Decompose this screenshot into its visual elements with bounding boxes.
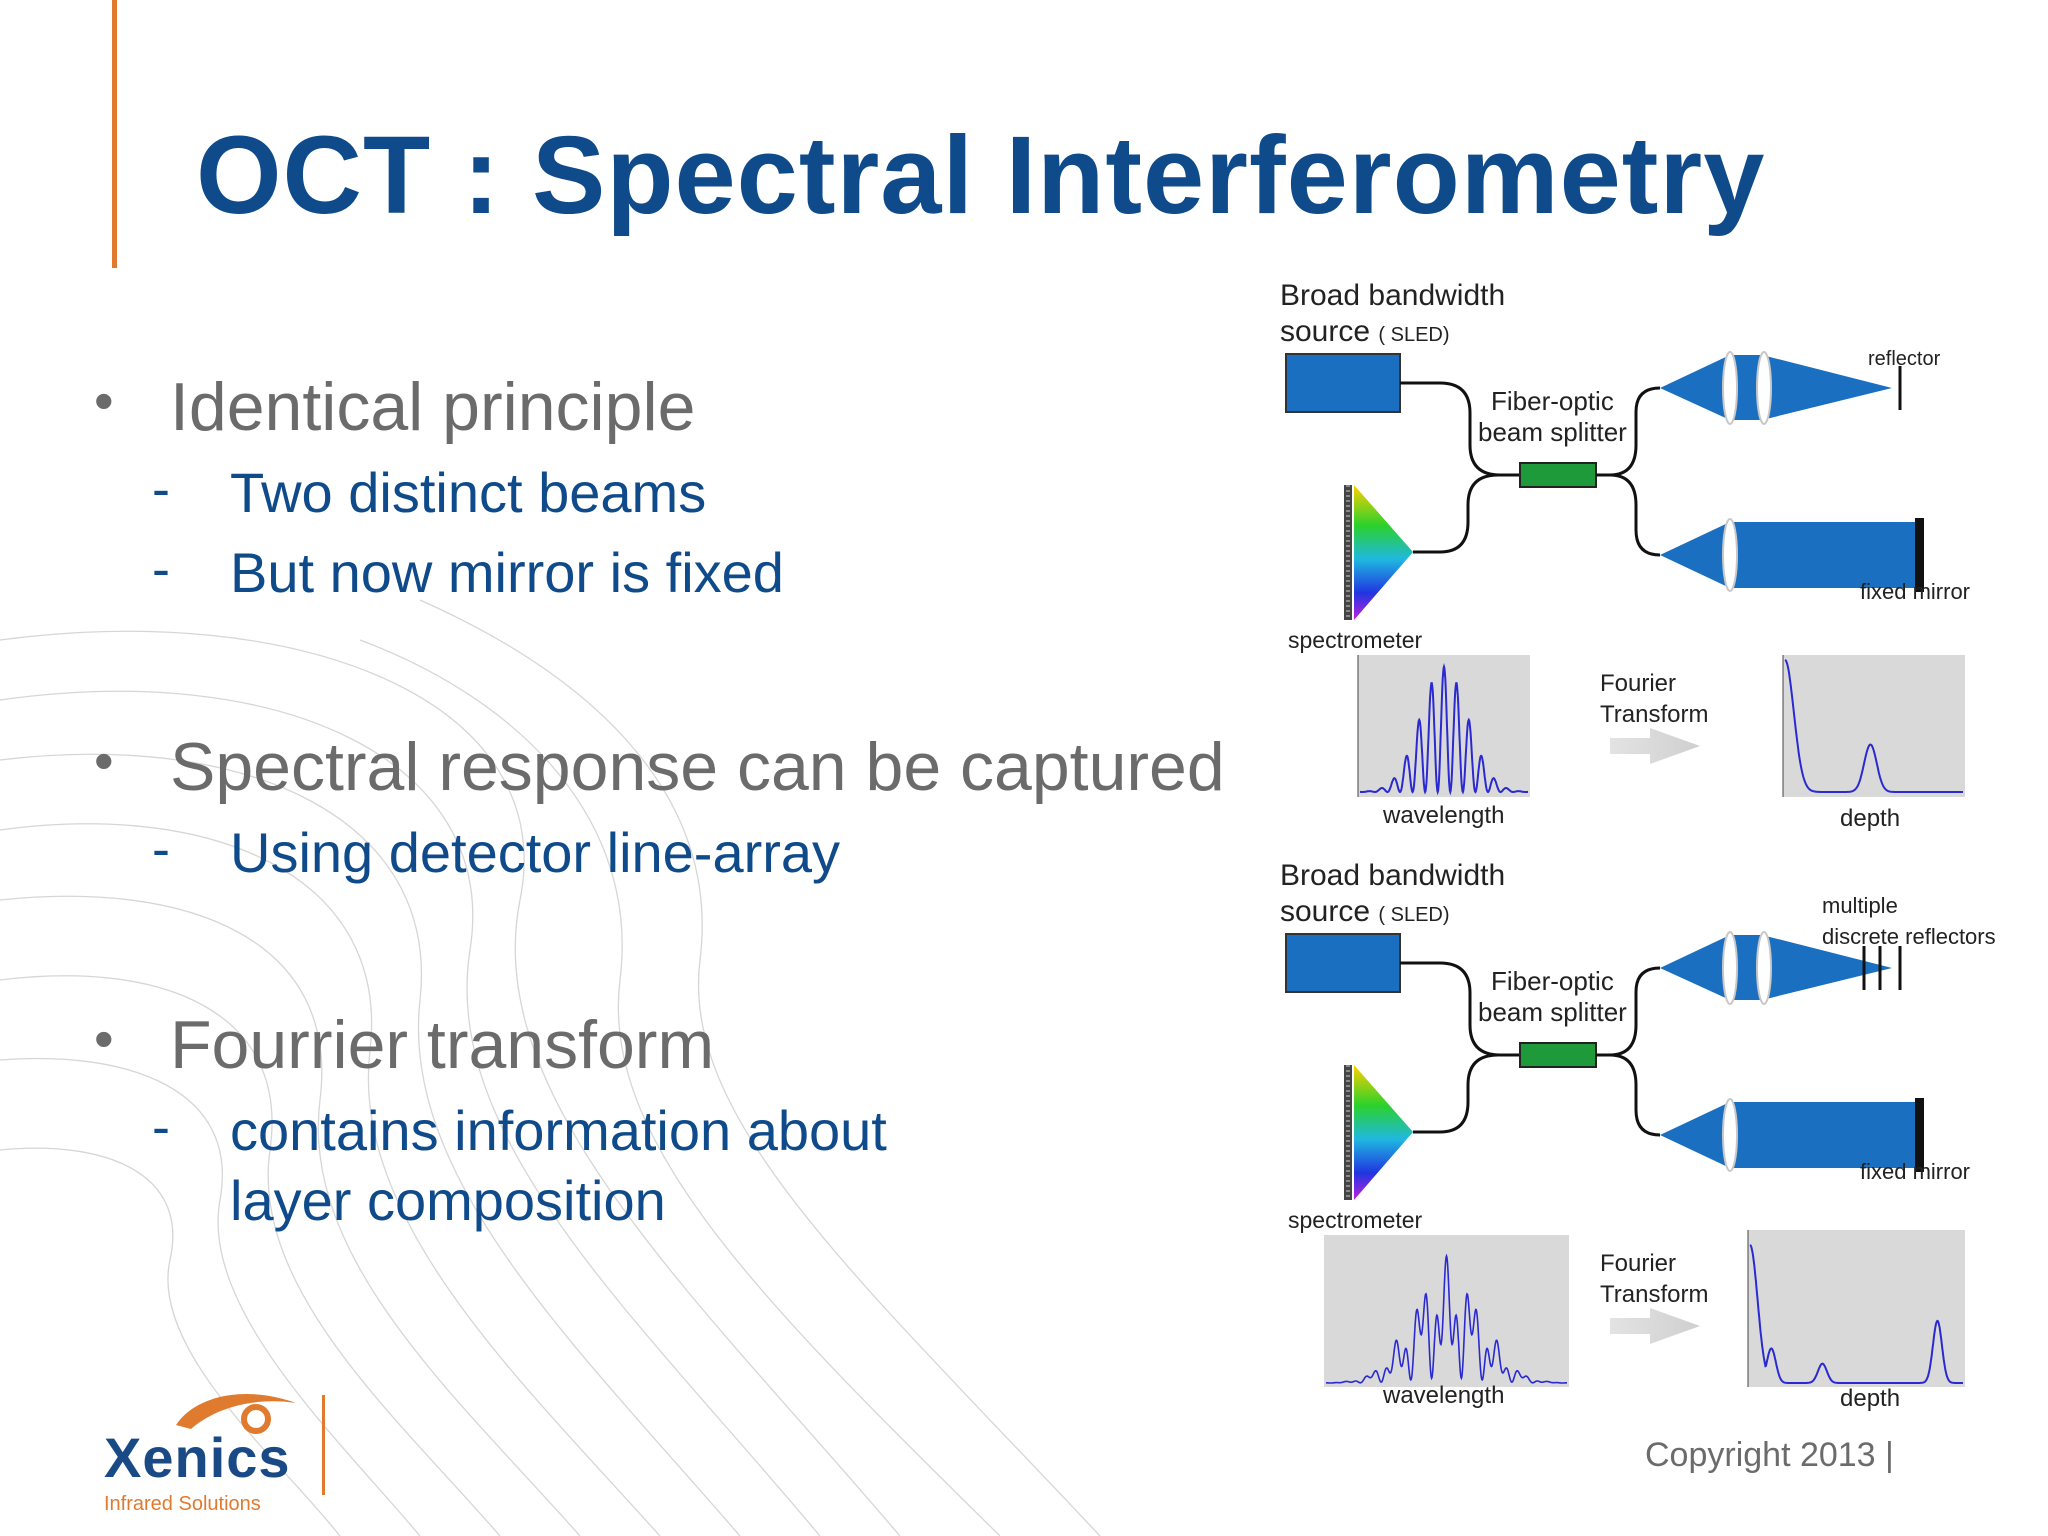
xenics-logo: Xenics Infrared Solutions <box>100 1385 340 1515</box>
reflector-label: reflector <box>1868 348 1941 370</box>
copyright-text: Copyright 2013 | <box>1645 1436 1894 1474</box>
spectrum-curve <box>1360 662 1528 796</box>
mirror-icon <box>1915 1098 1924 1172</box>
lens-icon <box>1756 931 1772 1005</box>
beam-to-reflectors <box>1660 935 1892 1000</box>
oct-diagram: Broad bandwidth source ( SLED) Fiber-opt… <box>1270 270 2040 1430</box>
sub-bullet-text: Using detector line-array <box>230 821 841 884</box>
wavelength-label: wavelength <box>1383 1382 1505 1409</box>
grating-icon <box>1344 485 1352 620</box>
slide-title: OCT : Spectral Interferometry <box>196 114 1766 237</box>
dash-marker: - <box>152 539 170 599</box>
bullet-marker: • <box>94 729 114 792</box>
depth-curve <box>1784 659 1963 793</box>
depth-plot <box>1783 655 1965 797</box>
prism-icon <box>1354 485 1413 620</box>
logo-wordmark: Xenics <box>104 1426 291 1489</box>
sub-bullet-text: Two distinct beams <box>230 461 707 524</box>
arrow-right-icon <box>1610 728 1700 764</box>
lens-icon <box>1722 1098 1738 1172</box>
depth-curve <box>1749 1244 1963 1384</box>
sub-bullet-text: But now mirror is fixed <box>230 541 784 604</box>
prism-icon <box>1354 1065 1413 1200</box>
beam-splitter <box>1519 1042 1597 1068</box>
bullet-marker: • <box>94 1007 114 1070</box>
bullet-text: Identical principle <box>170 369 696 445</box>
wavelength-label: wavelength <box>1383 802 1505 829</box>
spectrometer-label: spectrometer <box>1288 1207 1423 1233</box>
dash-marker: - <box>152 819 170 879</box>
dash-marker: - <box>152 459 170 519</box>
bullet-text: Fourrier transform <box>170 1007 715 1083</box>
spectrum-curve <box>1326 1253 1567 1384</box>
wavelength-plot <box>1358 655 1530 797</box>
dash-marker: - <box>152 1097 170 1157</box>
depth-label: depth <box>1840 1385 1901 1412</box>
diagram-top <box>1285 351 1965 797</box>
arrow-right-icon <box>1610 1308 1700 1344</box>
lens-icon <box>1722 931 1738 1005</box>
fixed-mirror-label: fixed mirror <box>1860 1159 1971 1184</box>
bullet-text: Spectral response can be captured <box>170 729 1225 805</box>
spectrometer-label: spectrometer <box>1288 627 1423 653</box>
diagram-bottom <box>1285 931 1965 1387</box>
sub-bullet-text: contains information about layer composi… <box>230 1099 887 1232</box>
lens-icon <box>1722 351 1738 425</box>
grating-icon <box>1344 1065 1352 1200</box>
depth-label: depth <box>1840 805 1901 832</box>
logo-tagline: Infrared Solutions <box>104 1493 261 1515</box>
beam-to-reflector <box>1660 355 1892 420</box>
xenics-logo-icon <box>176 1394 296 1434</box>
lens-icon <box>1722 518 1738 592</box>
oct-diagram-svg <box>1285 351 1965 1387</box>
sled-source-box <box>1285 353 1401 413</box>
bullet-marker: • <box>94 369 114 432</box>
fixed-mirror-label: fixed mirror <box>1860 579 1971 604</box>
depth-plot <box>1748 1230 1965 1387</box>
logo-divider <box>322 1395 325 1495</box>
source-label: Broad bandwidth source ( SLED) <box>1280 859 1506 928</box>
accent-bar <box>112 0 117 268</box>
beam-splitter <box>1519 462 1597 488</box>
source-label: Broad bandwidth source ( SLED) <box>1280 279 1506 348</box>
mirror-icon <box>1915 518 1924 592</box>
lens-icon <box>1756 351 1772 425</box>
sled-source-box <box>1285 933 1401 993</box>
